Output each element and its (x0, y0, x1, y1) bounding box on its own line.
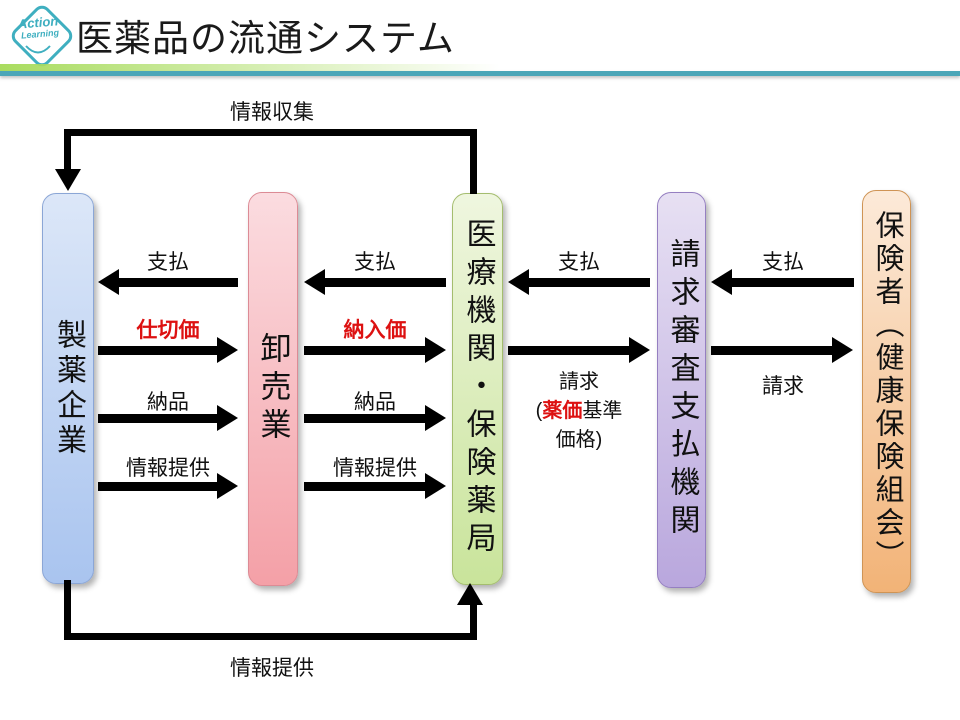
delivery-arrow-1 (98, 405, 238, 431)
header-rule-green (0, 64, 500, 72)
wholesale-price-label: 仕切価 (136, 319, 200, 342)
payment-label-3: 支払 (558, 251, 600, 274)
logo-smile-curve (25, 45, 51, 54)
box-label: 製薬企業 (52, 318, 85, 459)
drug-price-term: 薬価 (542, 400, 583, 422)
payment-label-1: 支払 (147, 251, 189, 274)
info-collection-line-left-vertical (64, 129, 71, 170)
purchase-price-arrow (304, 337, 446, 363)
box-claim-review-payment-agency: 請求審査支払機関 (657, 192, 706, 588)
info-provision-line-left-vertical (64, 580, 71, 640)
info-provision-label-1: 情報提供 (126, 457, 210, 480)
info-provision-arrowhead (457, 583, 483, 605)
header-rule-teal (0, 71, 960, 76)
purchase-price-label: 納入価 (343, 319, 407, 342)
info-provision-line-right-vertical (470, 604, 477, 640)
info-provision-line-horizontal (64, 633, 477, 640)
box-wholesaler: 卸売業 (248, 192, 298, 586)
payment-arrow-4 (711, 269, 854, 295)
wholesale-price-arrow (98, 337, 238, 363)
box-label: 卸売業 (255, 332, 291, 446)
payment-arrow-1 (98, 269, 238, 295)
claim-arrow-4 (711, 337, 853, 363)
claim-line3: 価格) (555, 429, 603, 451)
delivery-label-1: 納品 (147, 391, 189, 414)
info-provision-bottom-label: 情報提供 (230, 657, 314, 680)
claim-open-paren: ( (535, 400, 543, 422)
delivery-label-2: 納品 (354, 391, 396, 414)
payment-arrow-2 (304, 269, 446, 295)
delivery-arrow-2 (304, 405, 446, 431)
info-provision-label-2: 情報提供 (333, 457, 417, 480)
box-label: 医療機関・保険薬局 (461, 218, 495, 560)
box-label: 保険者（健康保険組会） (871, 210, 903, 573)
page-title: 医薬品の流通システム (76, 18, 455, 59)
claim-label-4: 請求 (762, 375, 804, 398)
info-provision-arrow-2 (304, 473, 446, 499)
info-collection-line-horizontal (64, 129, 477, 136)
box-medical-institution-pharmacy: 医療機関・保険薬局 (452, 193, 503, 585)
box-label: 請求審査支払機関 (665, 238, 699, 542)
info-collection-arrowhead (55, 169, 81, 191)
info-collection-label: 情報収集 (230, 101, 314, 124)
payment-label-4: 支払 (762, 251, 804, 274)
claim-line2-rest: 基準 (582, 400, 623, 422)
box-insurer: 保険者（健康保険組会） (862, 190, 911, 593)
info-provision-arrow-1 (98, 473, 238, 499)
claim-arrow-3 (508, 337, 650, 363)
box-pharmaceutical-maker: 製薬企業 (42, 193, 94, 584)
payment-label-2: 支払 (354, 251, 396, 274)
payment-arrow-3 (508, 269, 650, 295)
claim-label-3: 請求 (薬価基準 価格) (506, 368, 652, 455)
action-learning-logo-icon: Action Learning (6, 2, 76, 70)
info-collection-line-right-vertical (470, 129, 477, 194)
claim-line1: 請求 (559, 371, 599, 393)
